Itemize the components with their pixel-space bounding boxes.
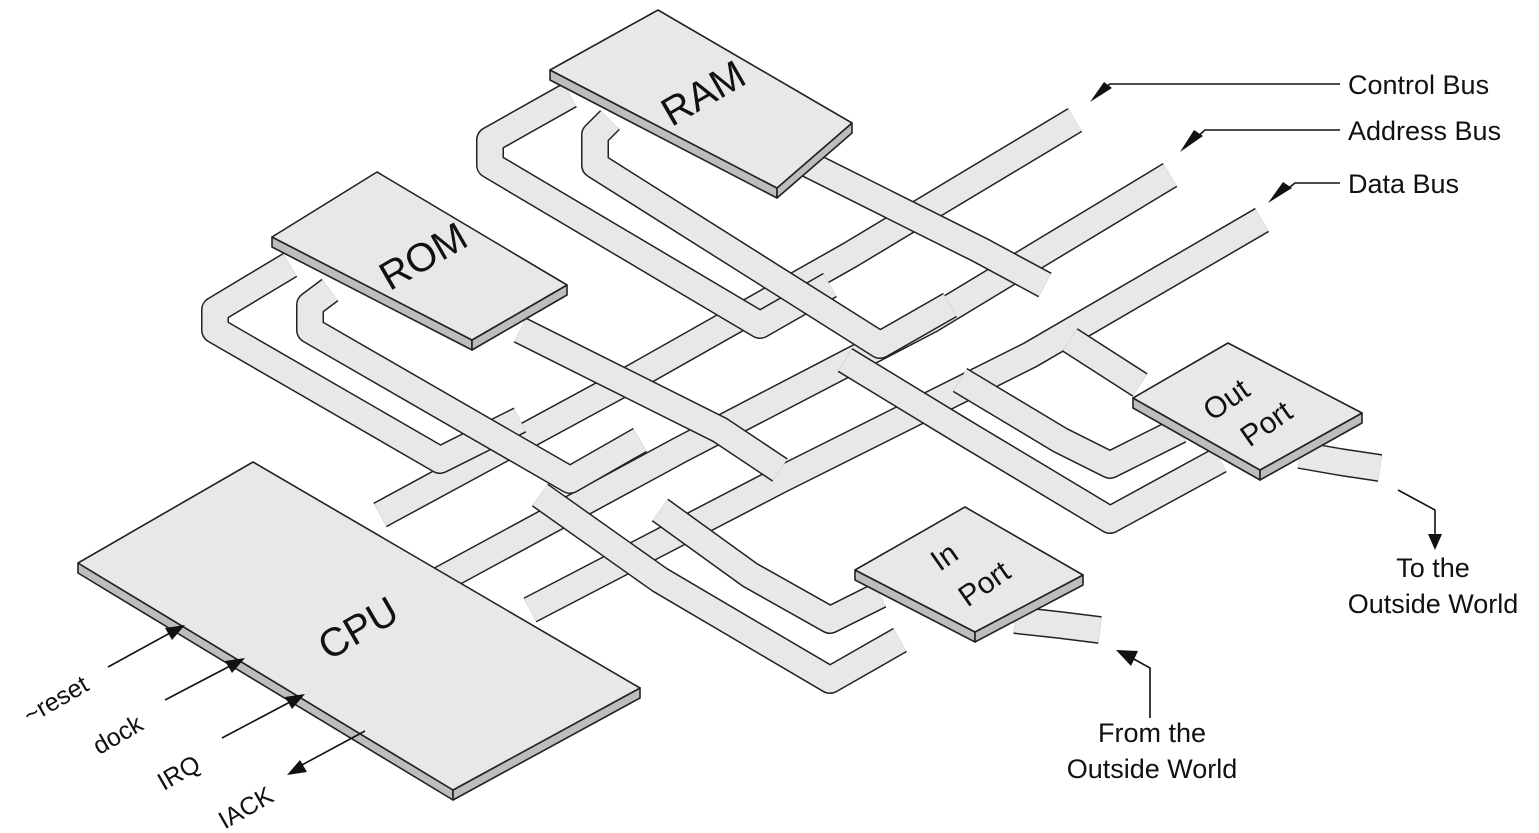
irq-signal-label: IRQ <box>153 750 205 796</box>
address-bus-trace <box>440 175 1170 580</box>
iack-signal-label: IACK <box>214 781 279 833</box>
reset-signal-label: ~reset <box>19 670 94 729</box>
clock-signal-label: dock <box>88 709 148 760</box>
data-bus-label: Data Bus <box>1348 169 1459 199</box>
to-outside-line1: To the <box>1396 553 1470 583</box>
from-outside-world: From the Outside World <box>1067 650 1238 784</box>
from-outside-arrowhead <box>1116 650 1138 666</box>
iack-arrowhead <box>287 760 307 775</box>
from-outside-line1: From the <box>1098 718 1206 748</box>
to-outside-arrowhead <box>1428 534 1442 550</box>
control-bus-label: Control Bus <box>1348 70 1489 100</box>
address-bus-arrowhead <box>1180 130 1203 152</box>
address-bus-label: Address Bus <box>1348 116 1501 146</box>
to-outside-world: To the Outside World <box>1348 490 1519 619</box>
to-outside-line2: Outside World <box>1348 589 1519 619</box>
data-bus-arrowhead <box>1268 182 1292 203</box>
from-outside-line2: Outside World <box>1067 754 1238 784</box>
